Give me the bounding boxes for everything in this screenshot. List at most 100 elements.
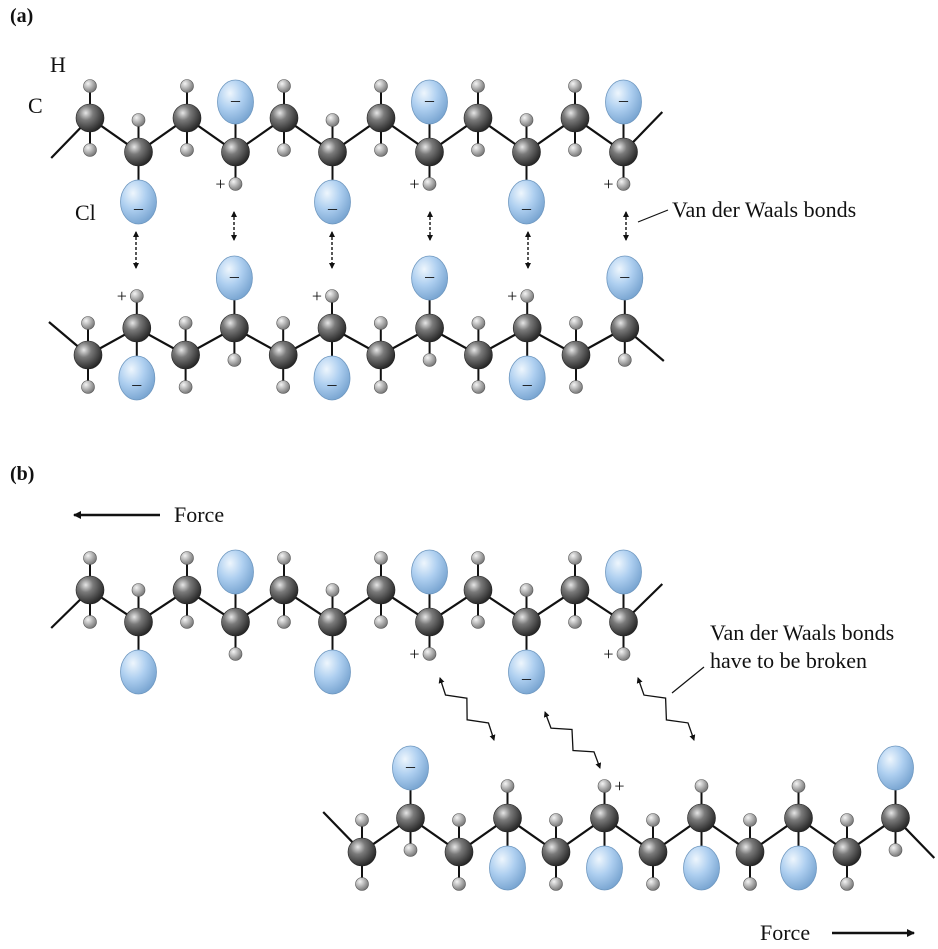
chlorine-atom bbox=[411, 255, 449, 301]
force-right-label: Force bbox=[760, 920, 810, 945]
hydrogen-atom bbox=[452, 877, 466, 891]
hydrogen-atom bbox=[276, 380, 291, 394]
carbon-atom bbox=[269, 575, 299, 605]
broken-bond-arrow bbox=[636, 677, 696, 741]
carbon-atom bbox=[560, 575, 590, 605]
force-left-label: Force bbox=[174, 502, 224, 527]
negative-charge: – bbox=[229, 266, 240, 286]
negative-charge: – bbox=[424, 90, 435, 110]
hydrogen-atom bbox=[131, 583, 146, 597]
carbon-atom bbox=[268, 340, 298, 370]
negative-charge: – bbox=[521, 668, 532, 688]
hydrogen-atom bbox=[549, 813, 563, 827]
chlorine-atom bbox=[217, 549, 254, 595]
hydrogen-atom bbox=[403, 843, 418, 857]
carbon-atom bbox=[415, 607, 444, 637]
hydrogen-atom bbox=[373, 316, 388, 330]
hydrogen-atom bbox=[646, 813, 660, 827]
carbon-atom bbox=[221, 607, 250, 637]
carbon-atom bbox=[318, 137, 347, 167]
positive-charge: + bbox=[215, 174, 225, 194]
carbon-atom bbox=[512, 137, 541, 167]
hydrogen-atom bbox=[471, 316, 486, 330]
hydrogen-atom bbox=[694, 779, 709, 793]
carbon-atom bbox=[444, 837, 474, 867]
negative-charge: – bbox=[619, 266, 630, 286]
hydrogen-atom bbox=[471, 380, 486, 394]
hydrogen-atom bbox=[519, 583, 534, 597]
hydrogen-atom bbox=[325, 113, 340, 127]
hydrogen-atom bbox=[131, 113, 146, 127]
chain-a-bottom: +––+––+–– bbox=[48, 255, 665, 401]
chlorine-atom bbox=[508, 355, 546, 401]
chlorine-atom bbox=[508, 179, 545, 225]
broken-bond-arrow bbox=[438, 677, 496, 741]
chlorine-atom bbox=[120, 649, 157, 695]
carbon-atom bbox=[366, 575, 396, 605]
carbon-atom bbox=[609, 607, 638, 637]
hydrogen-atom bbox=[180, 143, 194, 157]
carbon-atom bbox=[832, 837, 862, 867]
broken-bond-label-leader bbox=[671, 666, 705, 694]
hydrogen-atom bbox=[840, 813, 854, 827]
chlorine-atom bbox=[683, 845, 720, 891]
hydrogen-atom bbox=[81, 380, 95, 394]
carbon-atom bbox=[415, 313, 444, 343]
chlorine-atom bbox=[392, 745, 429, 791]
hydrogen-atom bbox=[616, 647, 631, 661]
hydrogen-atom bbox=[452, 813, 466, 827]
carbon-atom bbox=[784, 803, 813, 833]
negative-charge: – bbox=[131, 374, 142, 394]
carbon-atom bbox=[366, 340, 396, 370]
hydrogen-atom bbox=[180, 615, 194, 629]
hydrogen-atom bbox=[888, 843, 903, 857]
hydrogen-atom bbox=[180, 551, 194, 565]
carbon-atom bbox=[735, 837, 765, 867]
hydrogen-label: H bbox=[50, 52, 66, 77]
hydrogen-atom bbox=[178, 380, 193, 394]
hydrogen-atom bbox=[568, 79, 582, 93]
hydrogen-atom bbox=[277, 79, 291, 93]
chlorine-atom bbox=[605, 79, 642, 125]
hydrogen-atom bbox=[568, 551, 582, 565]
carbon-atom bbox=[881, 803, 910, 833]
negative-charge: – bbox=[327, 198, 338, 218]
negative-charge: – bbox=[327, 374, 338, 394]
hydrogen-atom bbox=[83, 143, 97, 157]
carbon-atom bbox=[463, 103, 493, 133]
hydrogen-atom bbox=[519, 113, 534, 127]
carbon-atom bbox=[221, 137, 250, 167]
hydrogen-atom bbox=[373, 380, 388, 394]
carbon-atom bbox=[124, 607, 153, 637]
negative-charge: – bbox=[424, 266, 435, 286]
chlorine-atom bbox=[586, 845, 623, 891]
carbon-atom bbox=[396, 803, 425, 833]
broken-bonds-label-line2: have to be broken bbox=[710, 648, 867, 673]
negative-charge: – bbox=[522, 374, 533, 394]
panel-a: (a) ––+––+––++––+––+–– H C Cl Van der Wa… bbox=[10, 5, 856, 401]
carbon-label: C bbox=[28, 93, 43, 118]
carbon-atom bbox=[512, 607, 541, 637]
hydrogen-atom bbox=[355, 877, 369, 891]
carbon-atom bbox=[75, 103, 105, 133]
hydrogen-atom bbox=[568, 615, 582, 629]
carbon-atom bbox=[318, 607, 347, 637]
panel-a-label: (a) bbox=[10, 5, 33, 27]
carbon-atom bbox=[590, 803, 619, 833]
carbon-atom bbox=[609, 137, 638, 167]
chain-b-bottom: –+ bbox=[322, 745, 936, 891]
carbon-atom bbox=[171, 340, 200, 370]
positive-charge: + bbox=[603, 174, 613, 194]
panel-a-molecules: ––+––+––++––+––+–– bbox=[48, 79, 665, 401]
hydrogen-atom bbox=[646, 877, 660, 891]
carbon-atom bbox=[347, 837, 377, 867]
carbon-atom bbox=[73, 340, 103, 370]
hydrogen-atom bbox=[569, 380, 583, 394]
negative-charge: – bbox=[133, 198, 144, 218]
hydrogen-atom bbox=[568, 143, 582, 157]
carbon-atom bbox=[463, 575, 493, 605]
hydrogen-atom bbox=[277, 143, 291, 157]
hydrogen-atom bbox=[374, 143, 388, 157]
hydrogen-atom bbox=[227, 353, 242, 367]
carbon-atom bbox=[638, 837, 668, 867]
